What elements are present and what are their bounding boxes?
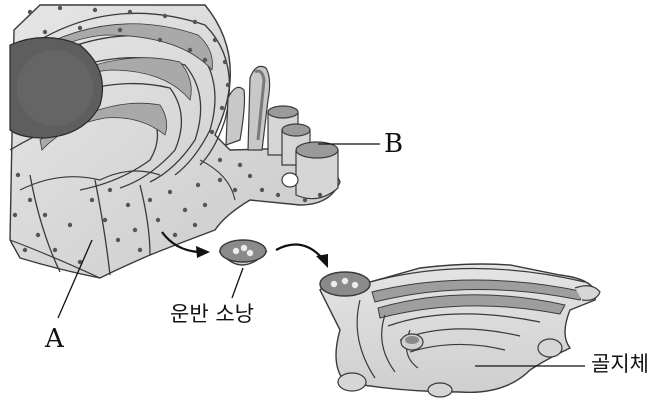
ribosome-dot [238,163,242,167]
ribosome-dot [28,10,32,14]
ribosome-dot [36,233,40,237]
ribosome-dot [43,30,47,34]
ribosome-dot [220,106,224,110]
ribosome-dot [68,223,72,227]
ribosome-dot [163,14,167,18]
transport-vesicle [220,240,266,265]
ribosome-dot [103,218,107,222]
ribosome-dot [116,238,120,242]
ribosome-dot [16,173,20,177]
ribosome-dot [196,183,200,187]
ribosome-dot [203,58,207,62]
ribosome-dot [23,248,27,252]
leader-line-vesicle [232,268,243,298]
ribosome-dot [318,193,322,197]
ribosome-dot [210,130,214,134]
ribosome-dot [203,203,207,207]
ribosome-dot [90,198,94,202]
ribosome-dot [218,158,222,162]
ribosome-dot [218,178,222,182]
ribosome-dot [213,38,217,42]
label-transport-vesicle: 운반 소낭 [170,304,254,325]
ribosome-dot [53,248,57,252]
ribosome-dot [303,198,307,202]
ribosome-dot [193,223,197,227]
ribosome-dot [133,228,137,232]
arrow-vesicle-to-golgi [276,245,322,258]
ribosome-dot [276,193,280,197]
ribosome-dot [248,174,252,178]
ribosome-dot [223,60,227,64]
label-a: A [45,326,64,352]
ribosome-dot [78,26,82,30]
ribosome-dot [118,28,122,32]
ribosome-dot [13,213,17,217]
ribosome-dot [128,10,132,14]
ribosome-dot [58,6,62,10]
label-golgi: 골지체 [591,354,649,375]
ribosome-dot [126,203,130,207]
golgi-apparatus [320,264,600,397]
ribosome-dot [226,83,230,87]
ribosome-dot [168,190,172,194]
ribosome-dot [28,198,32,202]
label-b: B [384,131,403,157]
ribosome-dot [158,38,162,42]
ribosome-dot [43,213,47,217]
ribosome-dot [173,233,177,237]
ribosome-dot [183,208,187,212]
ribosome-dot [138,248,142,252]
ribosome-dot [108,188,112,192]
ribosome-dot [233,188,237,192]
ribosome-dot [193,20,197,24]
ribosome-dot [260,188,264,192]
ribosome-dot [148,198,152,202]
ribosome-dot [156,218,160,222]
ribosome-dot [93,8,97,12]
ribosome-dot [188,48,192,52]
